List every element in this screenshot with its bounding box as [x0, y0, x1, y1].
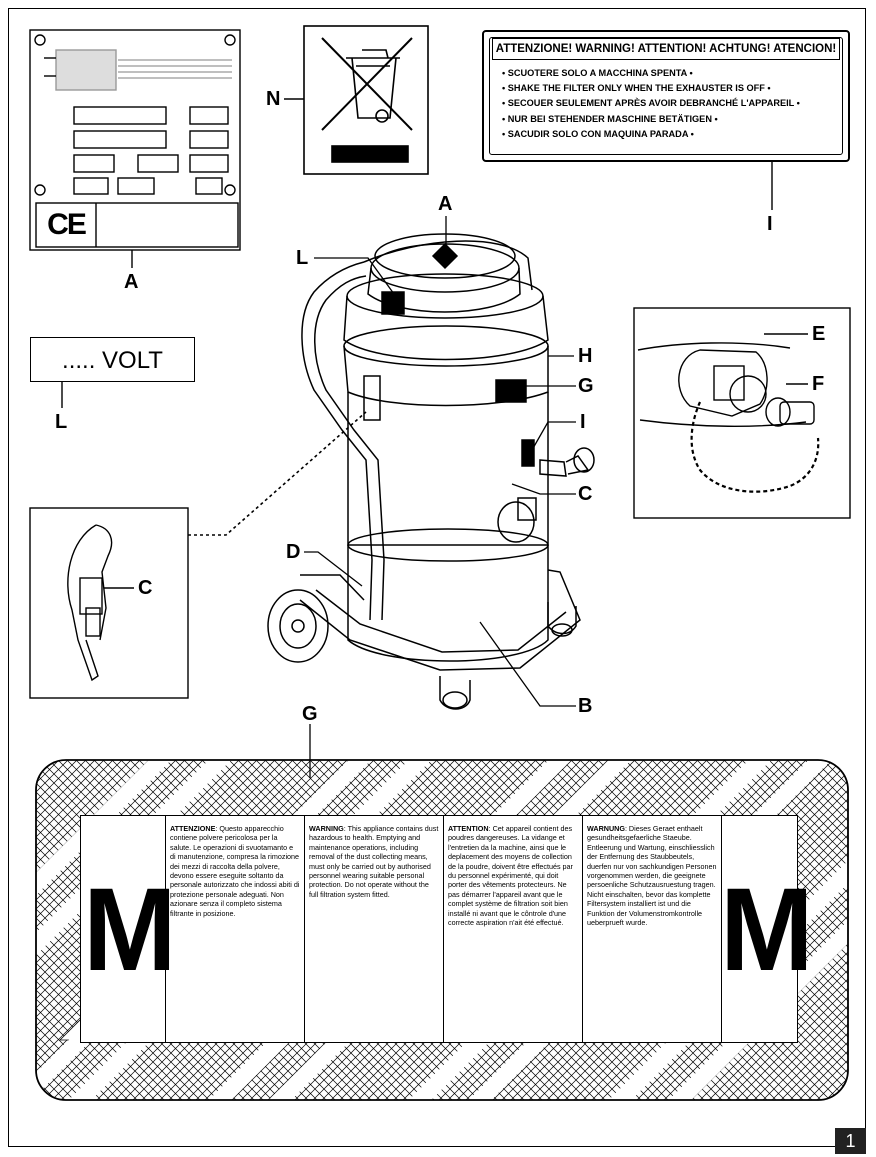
dust-label-english: WARNING: This appliance contains dust ha…: [304, 816, 443, 1042]
callout-a-plate: A: [124, 271, 139, 293]
dust-label-heading: ATTENZIONE: [170, 824, 216, 833]
callout-a-top: A: [438, 193, 453, 215]
warning-line: • SECOUER SEULEMENT APRÈS AVOIR DEBRANCH…: [502, 98, 800, 109]
dust-label-text: : Cet appareil contient des poudres dang…: [448, 824, 573, 928]
callout-c-clamp: C: [138, 577, 153, 599]
dust-label-german: WARNUNG: Dieses Geraet enthaelt gesundhe…: [582, 816, 721, 1042]
volt-label: ..... VOLT: [30, 337, 195, 382]
rating-plate: [29, 29, 241, 251]
dust-class-letter-right: M: [720, 864, 814, 996]
dust-label-text: : Dieses Geraet enthaelt gesundheitsgefa…: [587, 824, 717, 928]
dust-label-italian: ATTENZIONE: Questo apparecchio contiene …: [165, 816, 304, 1042]
callout-g-top: G: [578, 375, 594, 397]
socket-detail: [633, 307, 851, 519]
warning-line: • NUR BEI STEHENDER MASCHINE BETÄTIGEN •: [502, 113, 718, 124]
dust-label-heading: ATTENTION: [448, 824, 489, 833]
callout-l-top: L: [296, 247, 309, 269]
dust-label-right-cell: M: [720, 816, 814, 1042]
clamp-detail: [29, 507, 189, 699]
callout-g-label: G: [302, 703, 318, 725]
callout-b: B: [578, 695, 593, 717]
dust-label-text: : Questo apparecchio contiene polvere pe…: [170, 824, 300, 918]
dust-class-letter-left: M: [83, 864, 177, 996]
dust-label-text: : This appliance contains dust hazardous…: [309, 824, 439, 899]
callout-n: N: [266, 88, 281, 110]
warning-line: • SCUOTERE SOLO A MACCHINA SPENTA •: [502, 68, 693, 78]
dust-label-french: ATTENTION: Cet appareil contient des pou…: [443, 816, 582, 1042]
weee-symbol: [284, 25, 429, 175]
ce-mark: CE: [47, 208, 87, 241]
callout-h: H: [578, 345, 593, 367]
warning-line: • SHAKE THE FILTER ONLY WHEN THE EXHAUST…: [502, 83, 771, 94]
callout-f: F: [812, 373, 825, 395]
warning-sign: ATTENZIONE! WARNING! ATTENTION! ACHTUNG!…: [482, 30, 850, 162]
callout-c-side: C: [578, 483, 593, 505]
callout-i-side: I: [580, 411, 586, 433]
callout-d: D: [286, 541, 301, 563]
warning-line: • SACUDIR SOLO CON MAQUINA PARADA •: [502, 128, 694, 139]
vacuum-machine: [267, 233, 595, 710]
callout-e: E: [812, 323, 826, 345]
warning-heading: ATTENZIONE! WARNING! ATTENTION! ACHTUNG!…: [492, 38, 840, 60]
dust-label-heading: WARNING: [309, 824, 344, 833]
page-number: 1: [835, 1128, 866, 1154]
callout-l-volt: L: [55, 411, 68, 433]
page-frame: [8, 8, 866, 1147]
dust-label-panel: M ATTENZIONE: Questo apparecchio contien…: [80, 815, 814, 1043]
warning-lines: • SCUOTERE SOLO A MACCHINA SPENTA • • SH…: [502, 66, 800, 142]
dust-label-heading: WARNUNG: [587, 824, 625, 833]
callout-i-sign: I: [767, 213, 773, 235]
